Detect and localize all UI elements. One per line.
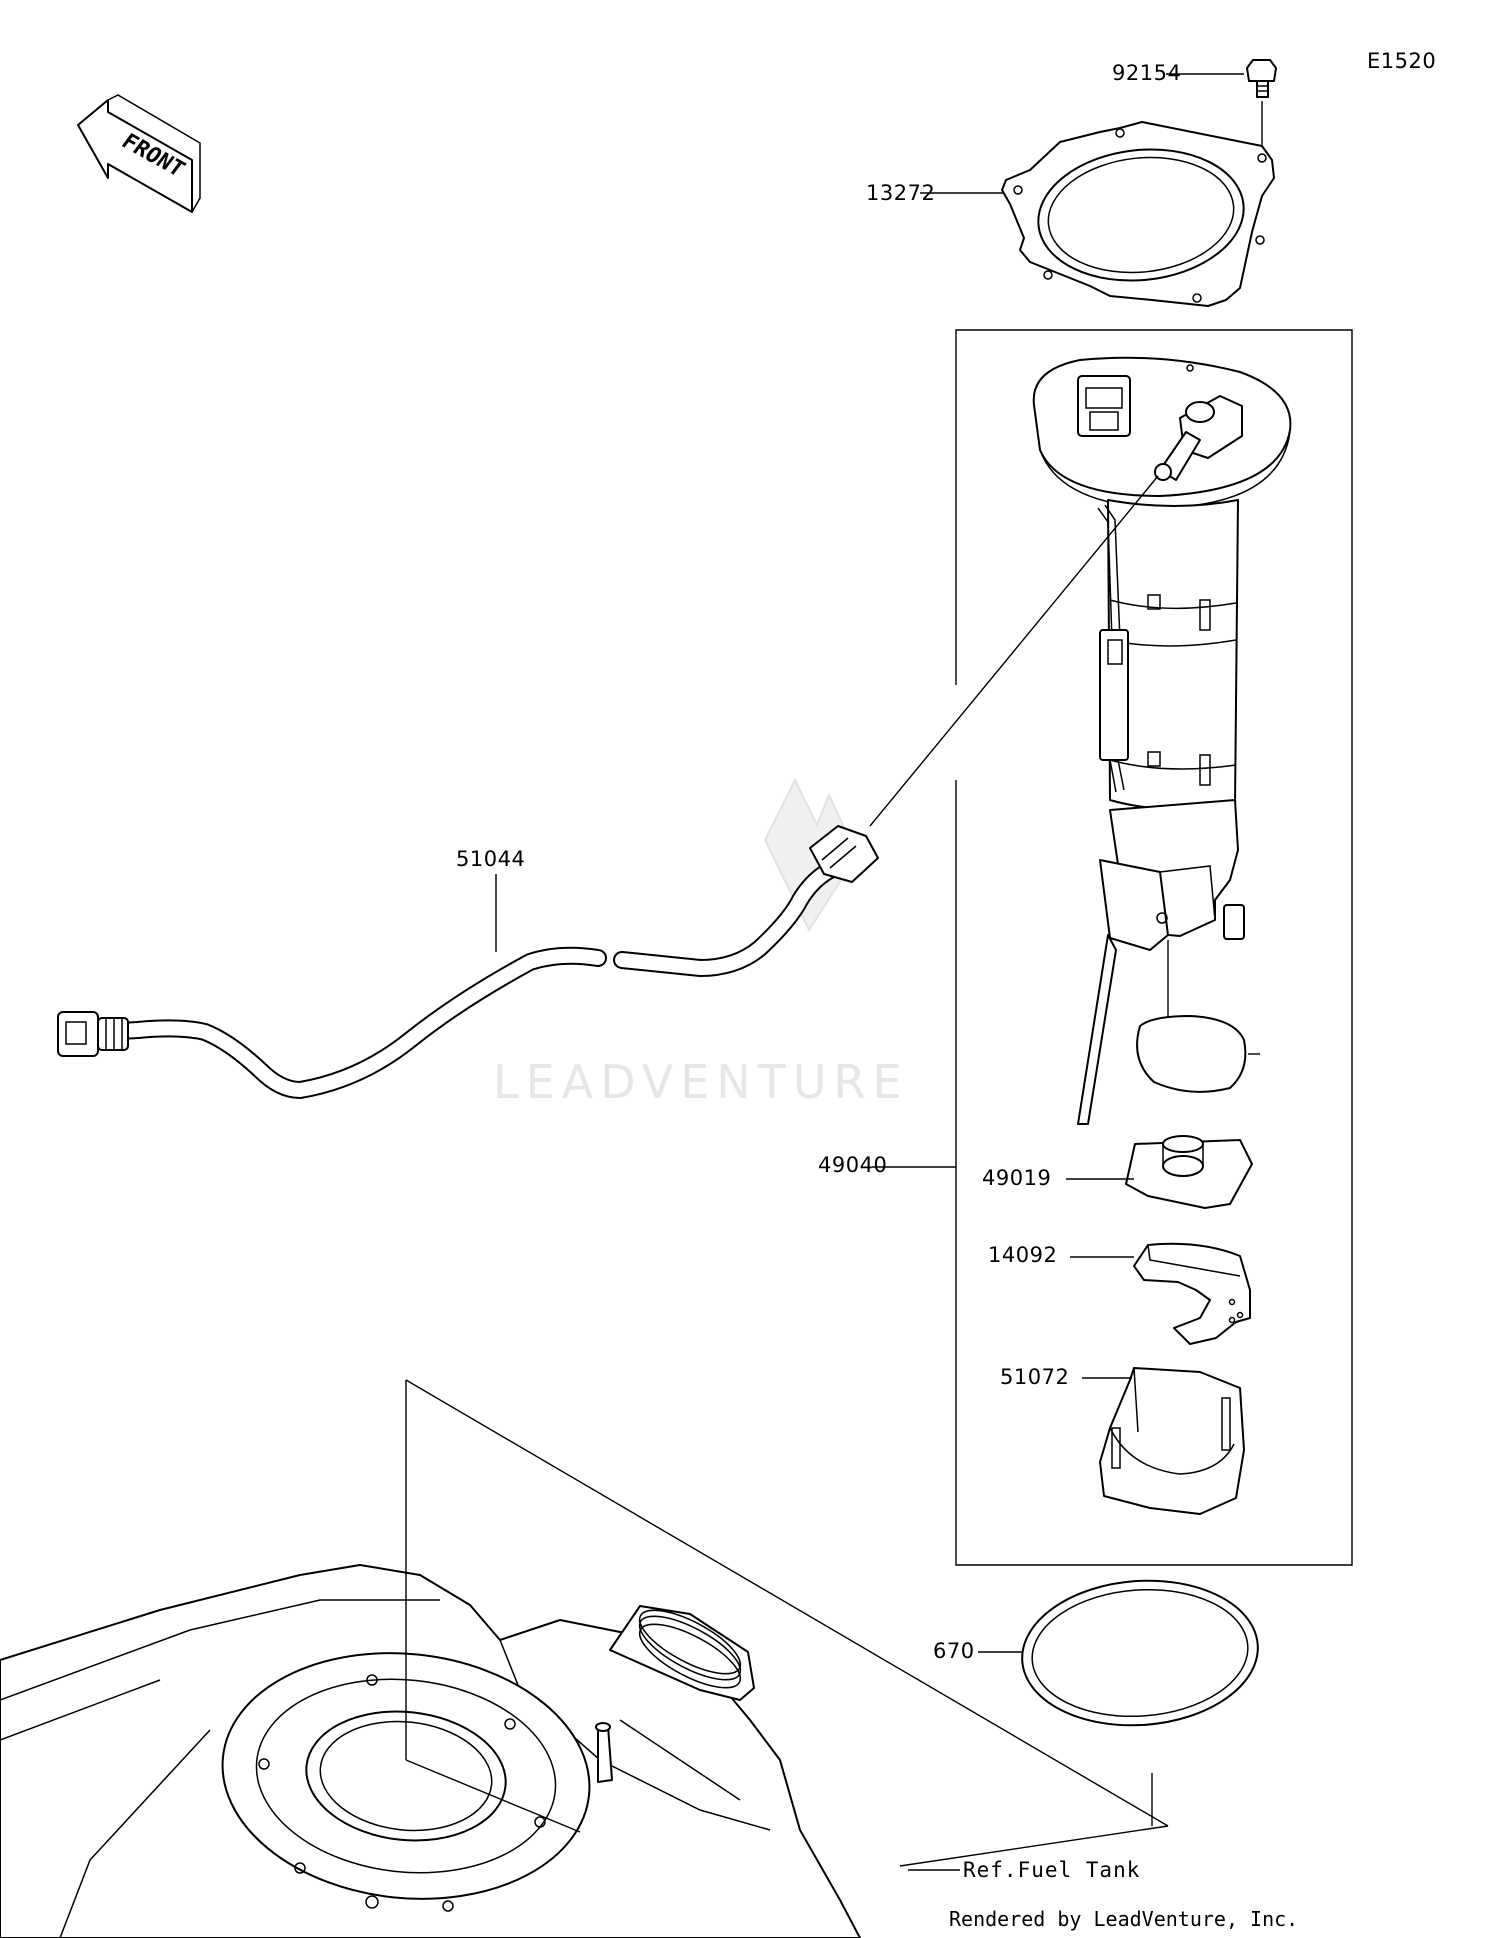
part-label-92154: 92154 bbox=[1112, 61, 1181, 85]
fuel-hose-51044 bbox=[57, 825, 879, 1100]
bolt-92154 bbox=[1246, 59, 1277, 98]
cup-51072 bbox=[1099, 1367, 1245, 1515]
diagram-code: E1520 bbox=[1367, 49, 1436, 73]
watermark: LEADVENTURE bbox=[493, 777, 909, 1109]
fuel-tank bbox=[0, 1564, 861, 1938]
front-arrow-icon: FRONT bbox=[77, 94, 201, 213]
part-label-49040: 49040 bbox=[818, 1153, 887, 1177]
gasket-13272 bbox=[1001, 121, 1275, 307]
watermark-text: LEADVENTURE bbox=[493, 1055, 909, 1109]
ref-fuel-tank-label: Ref.Fuel Tank bbox=[963, 1858, 1140, 1882]
part-label-49019: 49019 bbox=[982, 1166, 1051, 1190]
assembly-box bbox=[955, 329, 1353, 1566]
pad-49019 bbox=[1125, 1135, 1253, 1209]
oring-670 bbox=[1021, 1579, 1259, 1727]
credit-text: Rendered by LeadVenture, Inc. bbox=[949, 1907, 1298, 1931]
fuel-pump-assembly bbox=[1032, 356, 1292, 1125]
clip-14092 bbox=[1133, 1242, 1251, 1345]
part-label-670: 670 bbox=[933, 1639, 975, 1663]
part-label-14092: 14092 bbox=[988, 1243, 1057, 1267]
hose-to-pump-line bbox=[869, 475, 1159, 827]
part-label-51072: 51072 bbox=[1000, 1365, 1069, 1389]
guide-lines bbox=[405, 1379, 1169, 1867]
part-label-51044: 51044 bbox=[456, 847, 525, 871]
